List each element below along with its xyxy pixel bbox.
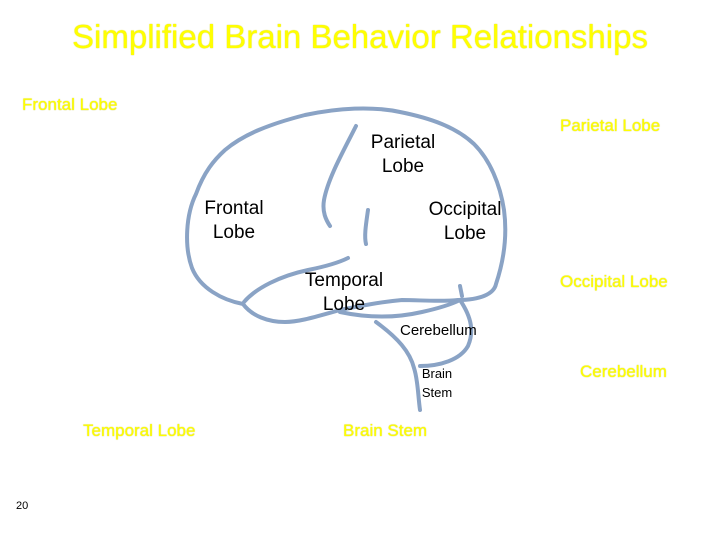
brain-stem-label: Brain Stem [410, 364, 464, 402]
occipital-lobe-label: Occipital Lobe [413, 198, 517, 246]
parietal-lobe-caption: Parietal Lobe [560, 116, 661, 135]
brain-stem-label-line1: Brain [421, 366, 453, 381]
brain-stem-outline [374, 320, 422, 412]
page-number: 20 [16, 500, 29, 512]
occipital-label-line1: Occipital [428, 199, 502, 220]
cerebellum-label: Cerebellum [400, 322, 477, 339]
cerebellum-outline [338, 298, 474, 368]
frontal-label-line1: Frontal [204, 198, 264, 219]
occipital-lobe-caption: Occipital Lobe [560, 272, 668, 291]
brain-stem-label-line2: Stem [421, 385, 453, 400]
brain-stem-caption: Brain Stem [343, 421, 428, 440]
slide-title: Simplified Brain Behavior Relationships [72, 18, 648, 55]
parieto-occipital-fissure [363, 208, 370, 246]
sylvian-fissure [242, 256, 350, 304]
frontal-label-line2: Lobe [212, 222, 256, 243]
cortex-outline [185, 106, 508, 324]
occipital-label-line2: Lobe [443, 223, 487, 244]
temporal-label-line1: Temporal [304, 270, 384, 291]
temporal-label-line2: Lobe [322, 294, 366, 315]
occipital-notch [458, 284, 464, 298]
parietal-lobe-label: Parietal Lobe [358, 131, 448, 179]
central-sulcus [321, 124, 358, 228]
parietal-label-line1: Parietal [370, 132, 436, 153]
temporal-lobe-label: Temporal Lobe [294, 269, 394, 317]
temporal-lobe-caption: Temporal Lobe [83, 421, 196, 440]
frontal-lobe-label: Frontal Lobe [189, 197, 279, 245]
parietal-label-line2: Lobe [381, 156, 425, 177]
frontal-lobe-caption: Frontal Lobe [22, 95, 118, 114]
cerebellum-caption: Cerebellum [580, 362, 667, 381]
